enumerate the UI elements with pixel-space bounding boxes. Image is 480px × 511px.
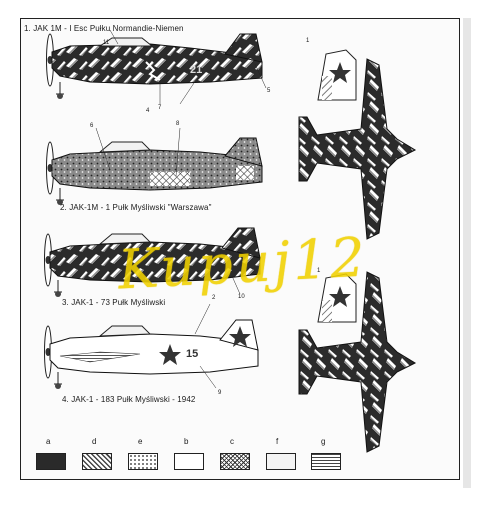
legend-swatch-e <box>128 453 158 470</box>
callout-1-bottom: 1 <box>317 268 321 274</box>
callout-7: 7 <box>158 105 162 111</box>
legend-swatch-d <box>82 453 112 470</box>
legend-letter-g: g <box>321 437 326 446</box>
legend-letter-a: a <box>46 437 51 446</box>
legend-letter-f: f <box>276 437 279 446</box>
caption-aircraft-1: 1. JAK 1M - I Esc Pułku Normandie-Niemen <box>24 24 184 33</box>
legend-letter-d: d <box>92 437 97 446</box>
aircraft-1-side-view <box>46 29 267 105</box>
page-edge-shadow <box>463 18 471 488</box>
legend-swatch-g <box>311 453 341 470</box>
legend-swatch-b <box>174 453 204 470</box>
aircraft-3-side-view <box>44 227 261 297</box>
caption-aircraft-4: 4. JAK-1 - 183 Pułk Myśliwski - 1942 <box>62 395 196 404</box>
legend-letter-c: c <box>230 437 234 446</box>
callout-10: 10 <box>238 294 245 300</box>
callout-1-top: 1 <box>306 38 310 44</box>
tail-fin-view-lower <box>317 273 357 323</box>
tail-number-15: 15 <box>186 348 199 360</box>
aircraft-top-view-lower <box>298 271 417 453</box>
tail-number-21: 21 <box>190 64 203 76</box>
callout-4: 4 <box>146 108 150 114</box>
aircraft-2-side-view <box>46 127 263 205</box>
callout-2: 2 <box>212 295 216 301</box>
legend-swatch-f <box>266 453 296 470</box>
legend-letters: a d e b c f g <box>30 437 330 447</box>
callout-5: 5 <box>267 88 271 94</box>
callout-9: 9 <box>218 390 222 396</box>
legend-swatch-a <box>36 453 66 470</box>
legend-letter-b: b <box>184 437 189 446</box>
callout-6: 6 <box>90 123 94 129</box>
pattern-legend: a d e b c f g <box>30 437 341 477</box>
legend-swatch-c <box>220 453 250 470</box>
callout-11: 11 <box>103 40 110 46</box>
caption-aircraft-3: 3. JAK-1 - 73 Pułk Myśliwski <box>62 298 166 307</box>
aircraft-4-side-view <box>44 303 259 389</box>
callout-8: 8 <box>176 121 180 127</box>
aircraft-top-view-upper <box>298 58 417 240</box>
tail-fin-view-upper <box>317 49 357 101</box>
legend-letter-e: e <box>138 437 143 446</box>
caption-aircraft-2: 2. JAK-1M - 1 Pułk Myśliwski "Warszawa" <box>60 203 212 212</box>
watermark-text: Kupuj12 <box>116 225 370 302</box>
